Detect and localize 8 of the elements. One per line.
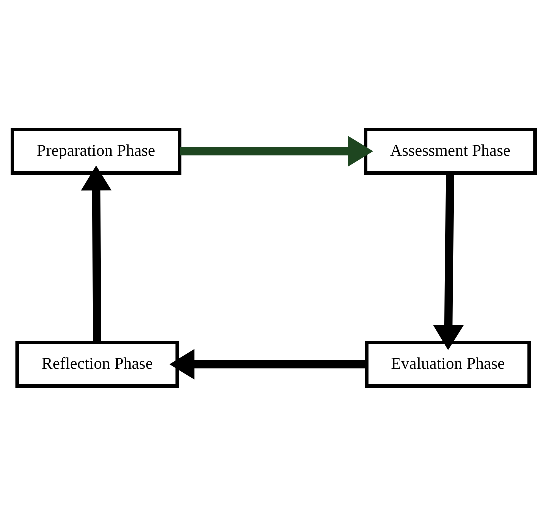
- node-box: Preparation Phase: [10, 127, 182, 175]
- arrow: [170, 348, 367, 380]
- arrow: [433, 173, 464, 350]
- node-box: Evaluation Phase: [365, 340, 532, 388]
- arrow: [180, 136, 374, 166]
- node-box: Assessment Phase: [364, 127, 538, 175]
- node-box: Reflection Phase: [16, 340, 180, 388]
- arrow: [81, 165, 112, 342]
